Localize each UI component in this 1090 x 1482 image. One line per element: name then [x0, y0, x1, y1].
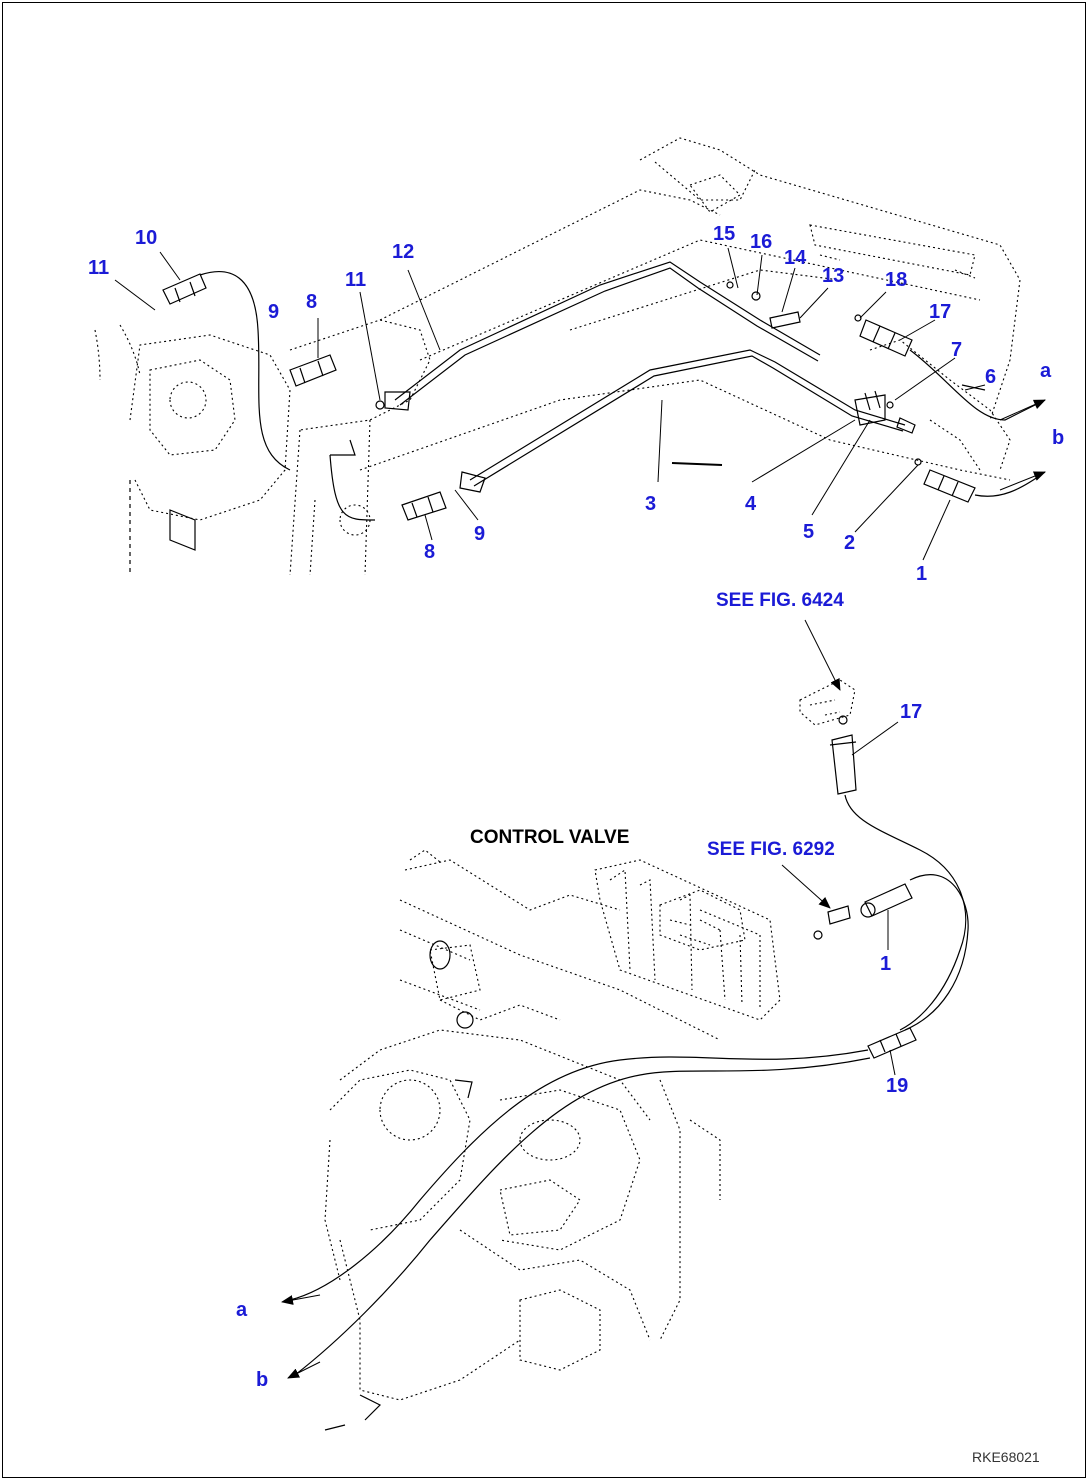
callout-19: 19	[886, 1075, 908, 1097]
flow-label-b: b	[1052, 427, 1064, 449]
callout-15: 15	[713, 223, 735, 245]
callout-4: 4	[745, 493, 757, 515]
ref-see-fig-6292: SEE FIG. 6292	[707, 839, 835, 860]
callout-8: 8	[424, 541, 435, 563]
callout-1: 1	[880, 953, 891, 975]
callout-17: 17	[900, 701, 922, 723]
callout-7: 7	[951, 339, 962, 361]
callout-5: 5	[803, 521, 814, 543]
flow-label-a: a	[1040, 360, 1052, 382]
callout-16: 16	[750, 231, 772, 253]
callout-17: 17	[929, 301, 951, 323]
leader-lines-top	[114, 247, 986, 561]
callout-8: 8	[306, 291, 317, 313]
callout-9: 9	[474, 523, 485, 545]
callout-10: 10	[135, 227, 157, 249]
callout-11: 11	[88, 257, 109, 279]
flow-label-a: a	[236, 1299, 248, 1321]
callout-9: 9	[268, 301, 279, 323]
callout-6: 6	[985, 366, 996, 388]
ref-see-fig-6424: SEE FIG. 6424	[716, 590, 844, 611]
upper-assembly-drawing	[94, 137, 1046, 576]
callout-3: 3	[645, 493, 656, 515]
callouts: 10 11 9 8 11 12 15 16 14 13 18 17 7 6 3 …	[88, 223, 1064, 1391]
component-label-control-valve: CONTROL VALVE	[470, 827, 629, 848]
callout-11: 11	[345, 269, 366, 291]
callout-14: 14	[784, 247, 807, 269]
drawing-code: RKE68021	[972, 1449, 1040, 1465]
callout-12: 12	[392, 241, 414, 263]
lower-assembly-drawing	[281, 619, 969, 1431]
callout-13: 13	[822, 265, 844, 287]
callout-1: 1	[916, 563, 927, 585]
callout-2: 2	[844, 532, 855, 554]
flow-label-b: b	[256, 1369, 268, 1391]
callout-18: 18	[885, 269, 907, 291]
